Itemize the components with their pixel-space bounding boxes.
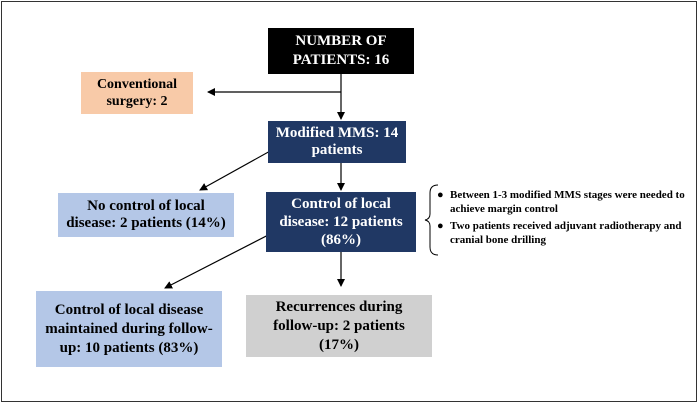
note-item: ● Two patients received adjuvant radioth…: [437, 219, 687, 247]
note-text: Between 1-3 modified MMS stages were nee…: [450, 189, 685, 215]
arrow-control-to-maintained: [164, 229, 279, 289]
node-total-patients: NUMBER OF PATIENTS: 16: [268, 28, 414, 74]
bullet-icon: ●: [437, 189, 444, 201]
note-text: Two patients received adjuvant radiother…: [450, 220, 682, 246]
note-item: ● Between 1-3 modified MMS stages were n…: [437, 188, 687, 216]
notes-list: ● Between 1-3 modified MMS stages were n…: [437, 188, 687, 250]
bullet-icon: ●: [437, 220, 444, 232]
node-recurrences: Recurrences during follow-up: 2 patients…: [246, 295, 432, 357]
node-conventional-surgery: Conventional surgery: 2: [81, 72, 193, 114]
node-modified-mms: Modified MMS: 14 patients: [268, 121, 406, 163]
node-no-control: No control of local disease: 2 patients …: [58, 193, 234, 237]
node-control: Control of local disease: 12 patients (8…: [266, 192, 416, 252]
notes-bracket: [424, 184, 439, 256]
node-control-maintained: Control of local disease maintained duri…: [36, 291, 222, 367]
